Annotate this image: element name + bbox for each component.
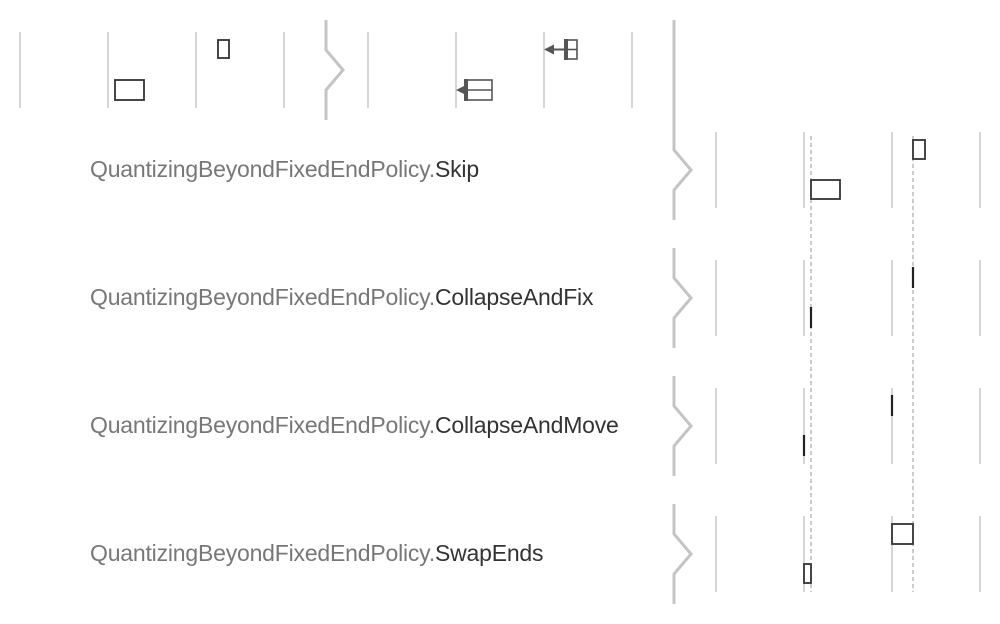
policy-enum-prefix: QuantizingBeyondFixedEndPolicy. [90, 540, 435, 566]
policy-label-collapse-and-fix: QuantizingBeyondFixedEndPolicy.CollapseA… [90, 282, 593, 312]
policy-member-name: CollapseAndMove [434, 412, 619, 438]
result-grid-lines [715, 132, 981, 592]
fixed-end-guides [810, 136, 914, 592]
row-break-separator [672, 376, 693, 476]
policy-label-swap-ends: QuantizingBeyondFixedEndPolicy.SwapEnds [90, 538, 544, 568]
input-grid-lines [19, 32, 633, 108]
reversed-note-mark [456, 79, 493, 101]
policy-enum-prefix: QuantizingBeyondFixedEndPolicy. [90, 284, 435, 310]
left-arrow-icon [544, 44, 554, 55]
skip-note-mark [810, 179, 841, 200]
policy-enum-prefix: QuantizingBeyondFixedEndPolicy. [90, 156, 435, 182]
policy-enum-prefix: QuantizingBeyondFixedEndPolicy. [90, 412, 435, 438]
policy-member-name: SwapEnds [434, 540, 544, 566]
result-marks [803, 139, 926, 584]
policy-label-collapse-and-move: QuantizingBeyondFixedEndPolicy.CollapseA… [90, 410, 619, 440]
collapsed-marks [802, 267, 915, 456]
input-marks [114, 39, 230, 101]
reversed-note-mark [544, 39, 578, 60]
swapends-note-mark [891, 523, 914, 545]
policy-label-skip: QuantizingBeyondFixedEndPolicy.Skip [90, 154, 479, 184]
input-note-mark [114, 79, 145, 101]
policy-member-name: CollapseAndFix [434, 284, 594, 310]
input-note-mark [217, 39, 230, 59]
skip-note-mark [912, 139, 926, 160]
row-break-separator [672, 504, 693, 604]
row-break-separator [672, 248, 693, 348]
policy-separators [672, 130, 693, 604]
policy-member-name: Skip [434, 156, 479, 182]
timeline-break-separator [324, 20, 345, 120]
row-break-separator [672, 130, 693, 220]
left-arrow-icon [456, 85, 466, 95]
input-timeline [19, 20, 633, 120]
swapends-note-mark [803, 563, 812, 584]
